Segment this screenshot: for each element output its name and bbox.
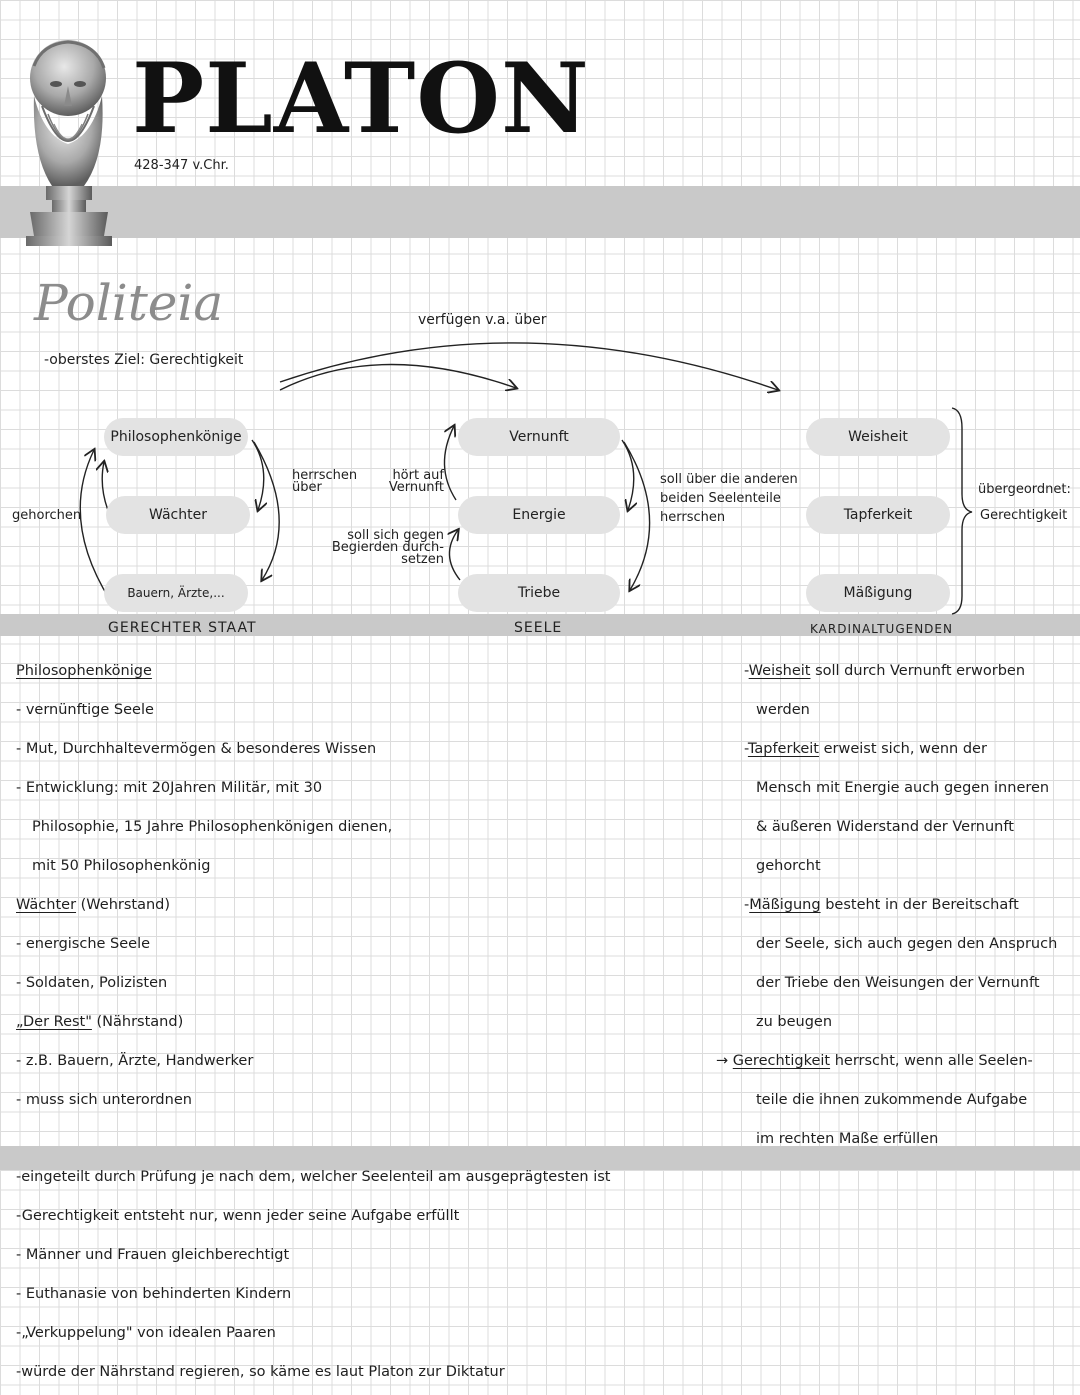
underlined-term: Gerechtigkeit	[732, 1053, 831, 1069]
note-right-11: teile die ihnen zukommende Aufgabe	[756, 1092, 1028, 1108]
note-bottom-2: - Männer und Frauen gleichberechtigt	[16, 1247, 290, 1263]
note-right-2: -Tapferkeit erweist sich, wenn der	[744, 741, 987, 757]
note-left-6: Wächter (Wehrstand)	[16, 897, 171, 913]
state-level-philosophenkoenige: Philosophenkönige	[104, 418, 248, 456]
underlined-term: Mäßigung	[749, 897, 821, 913]
note-left-9: „Der Rest" (Nährstand)	[16, 1014, 184, 1030]
diagram-band	[0, 614, 1080, 636]
note-right-8: der Triebe den Weisungen der Vernunft	[756, 975, 1040, 991]
section-title: Politeia	[34, 274, 224, 332]
virtue-weisheit: Weisheit	[806, 418, 950, 456]
note-right-7: der Seele, sich auch gegen den Anspruch	[756, 936, 1058, 952]
soul-part-vernunft: Vernunft	[458, 418, 620, 456]
note-right-3: Mensch mit Energie auch gegen inneren	[756, 780, 1050, 796]
note-left-1: - vernünftige Seele	[16, 702, 154, 718]
note-right-4: & äußeren Widerstand der Vernunft	[756, 819, 1014, 835]
note-left-7: - energische Seele	[16, 936, 151, 952]
goal-text: -oberstes Ziel: Gerechtigkeit	[44, 352, 244, 368]
note-left-8: - Soldaten, Polizisten	[16, 975, 168, 991]
gehorchen-label: gehorchen	[12, 508, 82, 523]
state-level-waechter: Wächter	[106, 496, 250, 534]
header-band	[0, 186, 1080, 238]
state-level-bauern: Bauern, Ärzte,...	[104, 574, 248, 612]
note-right-5: gehorcht	[756, 858, 821, 874]
note-bottom-3: - Euthanasie von behinderten Kindern	[16, 1286, 292, 1302]
soul-caption: SEELE	[514, 620, 563, 636]
soul-rule-label: soll über die anderen beiden Seelenteile…	[660, 472, 798, 525]
virtue-maessigung: Mäßigung	[806, 574, 950, 612]
note-bottom-0: -eingeteilt durch Prüfung je nach dem, w…	[16, 1169, 611, 1185]
note-left-3: - Entwicklung: mit 20Jahren Militär, mit…	[16, 780, 323, 796]
note-right-1: werden	[756, 702, 810, 718]
underlined-term: Tapferkeit	[747, 741, 819, 757]
note-right-9: zu beugen	[756, 1014, 833, 1030]
underlined-term: Wächter	[16, 897, 77, 913]
brace-label-top: übergeordnet:	[978, 482, 1071, 497]
note-left-2: - Mut, Durchhaltevermögen & besonderes W…	[16, 741, 377, 757]
state-caption: GERECHTER STAAT	[108, 620, 257, 636]
page-title: PLATON	[132, 42, 590, 155]
note-bottom-4: -„Verkuppelung" von idealen Paaren	[16, 1325, 276, 1341]
listens-label: hört auf Vernunft	[388, 468, 444, 495]
note-left-4: Philosophie, 15 Jahre Philosophenkönigen…	[32, 819, 393, 835]
virtue-tapferkeit: Tapferkeit	[806, 496, 950, 534]
note-left-10: - z.B. Bauern, Ärzte, Handwerker	[16, 1053, 254, 1069]
enforce-label: soll sich gegen Begierden durch-setzen	[331, 528, 444, 567]
top-arrow-label: verfügen v.a. über	[418, 312, 547, 328]
life-dates: 428-347 v.Chr.	[134, 158, 229, 173]
note-right-12: im rechten Maße erfüllen	[756, 1131, 939, 1147]
underlined-term: „Der Rest"	[16, 1014, 92, 1030]
note-bottom-1: -Gerechtigkeit entsteht nur, wenn jeder …	[16, 1208, 460, 1224]
note-bottom-5: -würde der Nährstand regieren, so käme e…	[16, 1364, 505, 1380]
notes-band	[0, 1146, 1080, 1170]
underlined-term: Weisheit	[748, 663, 811, 679]
note-left-5: mit 50 Philosophenkönig	[32, 858, 211, 874]
soul-part-energie: Energie	[458, 496, 620, 534]
soul-part-triebe: Triebe	[458, 574, 620, 612]
note-right-10: → Gerechtigkeit herrscht, wenn alle Seel…	[716, 1053, 1033, 1069]
virtues-caption: KARDINALTUGENDEN	[810, 622, 953, 636]
note-right-6: -Mäßigung besteht in der Bereitschaft	[744, 897, 1019, 913]
brace-label-bottom: Gerechtigkeit	[980, 508, 1068, 523]
herrschen-label: herrschen über	[292, 468, 358, 495]
plato-bust-image	[26, 40, 112, 246]
note-left-0: Philosophenkönige	[16, 663, 152, 679]
note-left-11: - muss sich unterordnen	[16, 1092, 192, 1108]
note-right-0: -Weisheit soll durch Vernunft erworben	[744, 663, 1026, 679]
